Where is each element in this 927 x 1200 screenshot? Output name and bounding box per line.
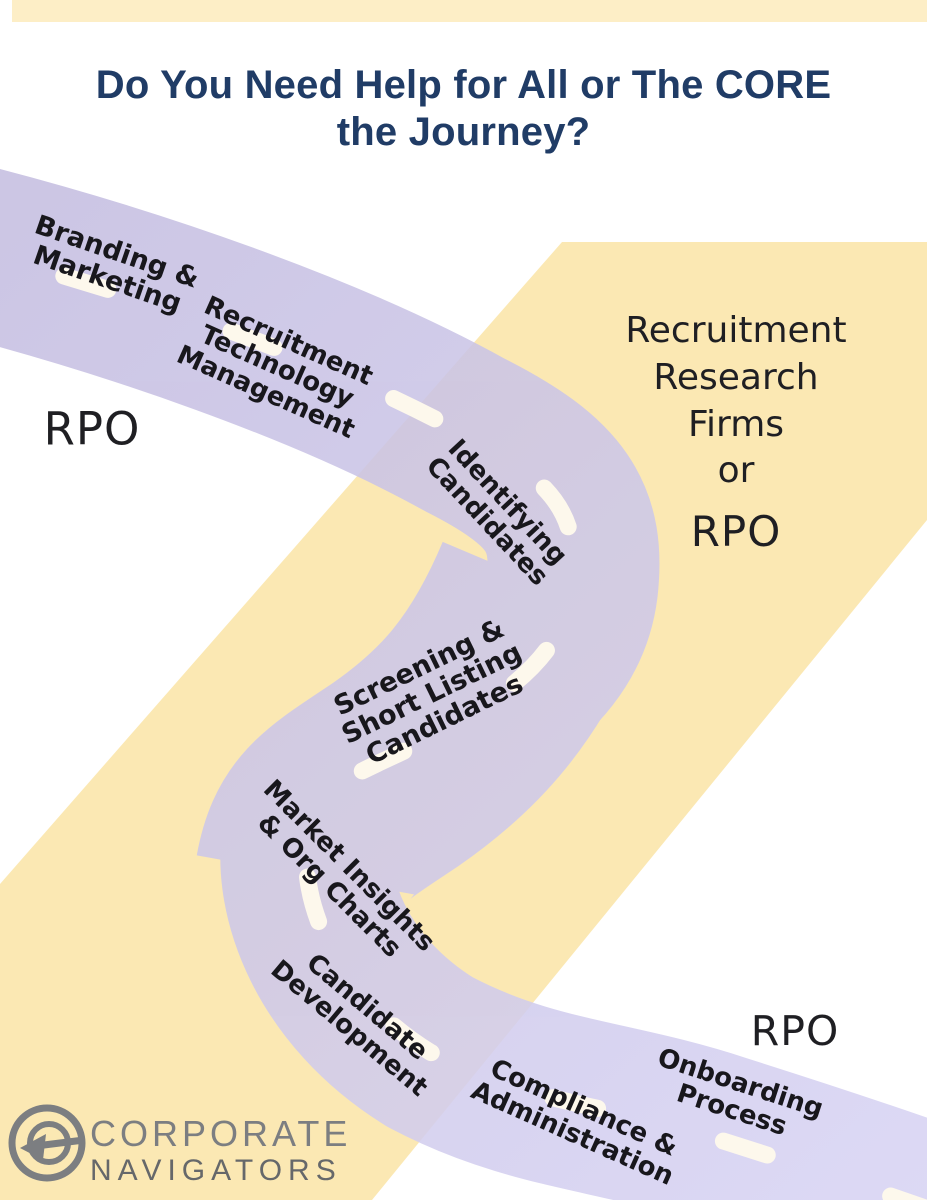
logo-wordmark-line2: NAVIGATORS — [90, 1154, 342, 1187]
logo-wordmark-line1: CORPORATE — [90, 1113, 352, 1154]
top-accent-strip — [12, 0, 927, 22]
rpo-label-bottom: RPO — [750, 1007, 840, 1055]
page-title: Do You Need Help for All or The CORE the… — [0, 62, 927, 156]
rpo-label-right: RPO — [690, 507, 782, 557]
page-title-line1: Do You Need Help for All or The CORE — [95, 63, 832, 107]
recruitment-research-note: Recruitment Research Firms or RPO — [625, 308, 846, 556]
road-curve-widening — [196, 540, 648, 903]
compass-arrow-left-icon — [8, 1104, 86, 1182]
recruitment-research-lines: Recruitment Research Firms or — [625, 310, 847, 492]
road-center-dashes — [0, 249, 927, 1200]
page-title-line2: the Journey? — [336, 109, 591, 154]
corporate-navigators-logo: CORPORATE NAVIGATORS — [90, 1116, 351, 1186]
rpo-label-left: RPO — [43, 402, 141, 456]
